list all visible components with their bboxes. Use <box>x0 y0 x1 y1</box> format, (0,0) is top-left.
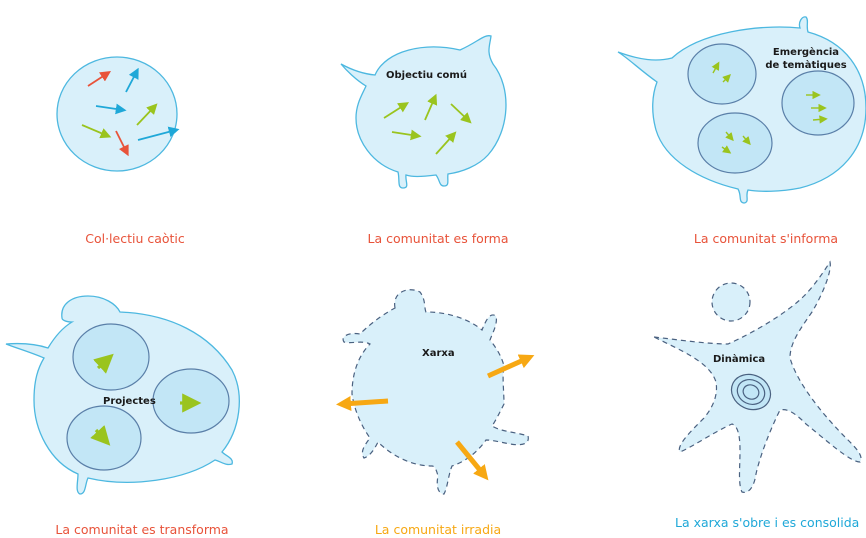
chaotic-arrows <box>81 67 180 157</box>
arrow-blue <box>95 103 127 115</box>
arrow-orange <box>336 395 389 411</box>
arrow-green <box>435 131 457 155</box>
dynamic-label: Dinàmica <box>713 353 765 365</box>
panel-network-opens: Dinàmica La xarxa s'obre i es consolida <box>653 260 862 530</box>
arrow-green <box>742 135 751 146</box>
arrow-red <box>115 130 129 157</box>
aligned-arrows <box>383 93 472 155</box>
panel-community-transforms: Projectes La comunitat es transforma <box>5 295 240 537</box>
arrow-green <box>711 61 720 74</box>
emergence-label-line2: de temàtiques <box>765 59 846 71</box>
arrow-green <box>450 103 472 124</box>
caption-community-radiates: La comunitat irradia <box>375 522 501 537</box>
common-objective-label: Objectiu comú <box>386 69 467 81</box>
topic-cluster <box>697 112 773 174</box>
arrow-orange <box>486 354 535 379</box>
caption-network-opens: La xarxa s'obre i es consolida <box>675 515 859 530</box>
caption-chaotic-collective: Col·lectiu caòtic <box>85 231 185 246</box>
community-transforms-blob <box>5 295 240 495</box>
spiral-ring <box>742 384 760 400</box>
caption-community-informs: La comunitat s'informa <box>694 231 838 246</box>
arrow-orange <box>455 440 489 481</box>
arrow-green <box>90 425 111 446</box>
arrow-green <box>136 103 158 126</box>
project-group <box>72 323 150 391</box>
community-informs-blob <box>617 16 866 204</box>
chaotic-collective-blob <box>56 56 178 172</box>
arrow-green <box>722 74 731 83</box>
network-blob <box>342 289 529 495</box>
panel-community-informs: Emergència de temàtiques La comunitat s'… <box>617 16 866 246</box>
network-label: Xarxa <box>422 348 455 359</box>
arrow-blue <box>137 126 180 141</box>
emergence-label-line1: Emergència <box>773 46 839 58</box>
projects-label: Projectes <box>103 396 156 407</box>
arrow-red <box>87 71 112 87</box>
radiating-arrows <box>336 354 535 481</box>
arrow-green <box>721 145 732 154</box>
community-forms-blob <box>340 35 507 189</box>
panel-community-forms: Objectiu comú La comunitat es forma <box>340 35 509 246</box>
arrow-green <box>424 93 438 121</box>
caption-community-transforms: La comunitat es transforma <box>55 522 228 537</box>
spiral-ring <box>730 373 772 411</box>
panel-chaotic-collective: Col·lectiu caòtic <box>56 56 185 246</box>
arrow-green <box>93 353 114 374</box>
head-circle <box>711 282 751 322</box>
project-arrows <box>90 353 202 446</box>
arrow-green <box>81 124 112 139</box>
caption-community-forms: La comunitat es forma <box>367 231 508 246</box>
arrow-green <box>725 131 734 142</box>
spiral-core <box>730 373 772 411</box>
topic-arrows <box>711 61 828 154</box>
arrow-green <box>391 129 422 141</box>
topic-cluster <box>781 70 855 136</box>
project-group <box>152 368 230 434</box>
spiral-ring <box>736 379 766 405</box>
arrow-green <box>383 102 410 119</box>
arrow-blue <box>125 67 139 93</box>
topic-cluster <box>687 43 757 105</box>
arrow-green <box>812 115 828 124</box>
panel-community-radiates: Xarxa La comunitat irradia <box>336 289 535 537</box>
